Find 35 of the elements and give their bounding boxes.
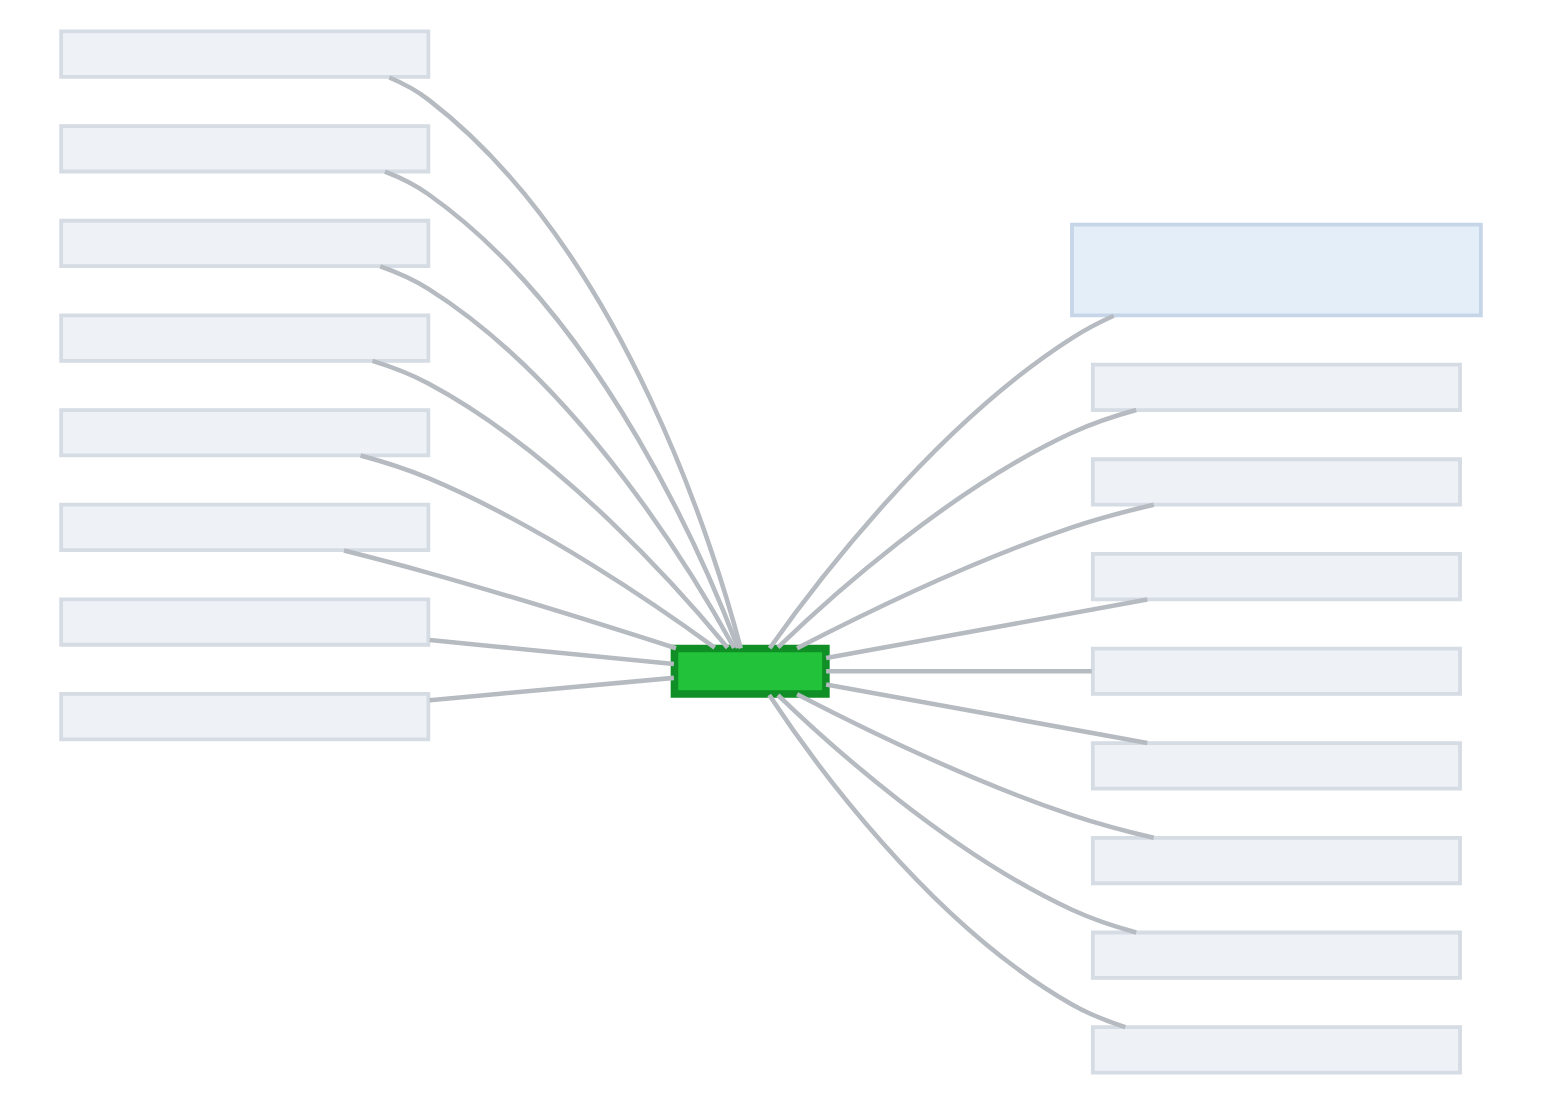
node-box: [1090, 835, 1462, 886]
connector: [388, 75, 743, 649]
connector: [825, 682, 1148, 746]
node-box: [1090, 362, 1462, 412]
connector: [343, 548, 677, 651]
connector: [776, 407, 1137, 650]
node-box: [1090, 930, 1462, 980]
connector: [796, 692, 1155, 840]
node-box: [59, 124, 431, 174]
node-box: [59, 597, 431, 647]
node-box: [1090, 646, 1462, 696]
connector: [429, 675, 675, 703]
node-box: [59, 29, 431, 79]
connector: [776, 693, 1137, 935]
connector: [384, 169, 741, 649]
node-box: [1070, 222, 1483, 318]
node-box: [1090, 457, 1462, 507]
node-box: [1090, 741, 1462, 791]
node-box: [59, 692, 431, 742]
connector: [825, 597, 1148, 661]
node-box: [59, 408, 431, 458]
node-box: [670, 644, 830, 698]
connector: [767, 313, 1115, 650]
node-box: [1090, 552, 1462, 602]
node-box: [59, 218, 431, 269]
connector: [429, 637, 675, 667]
connector: [826, 669, 1092, 674]
connector: [767, 693, 1126, 1030]
node-box: [1090, 1025, 1462, 1075]
node-box: [59, 313, 431, 363]
connector: [359, 453, 717, 650]
connector: [371, 358, 730, 650]
node-box: [59, 502, 431, 552]
connector: [379, 264, 737, 650]
connector: [796, 502, 1155, 651]
